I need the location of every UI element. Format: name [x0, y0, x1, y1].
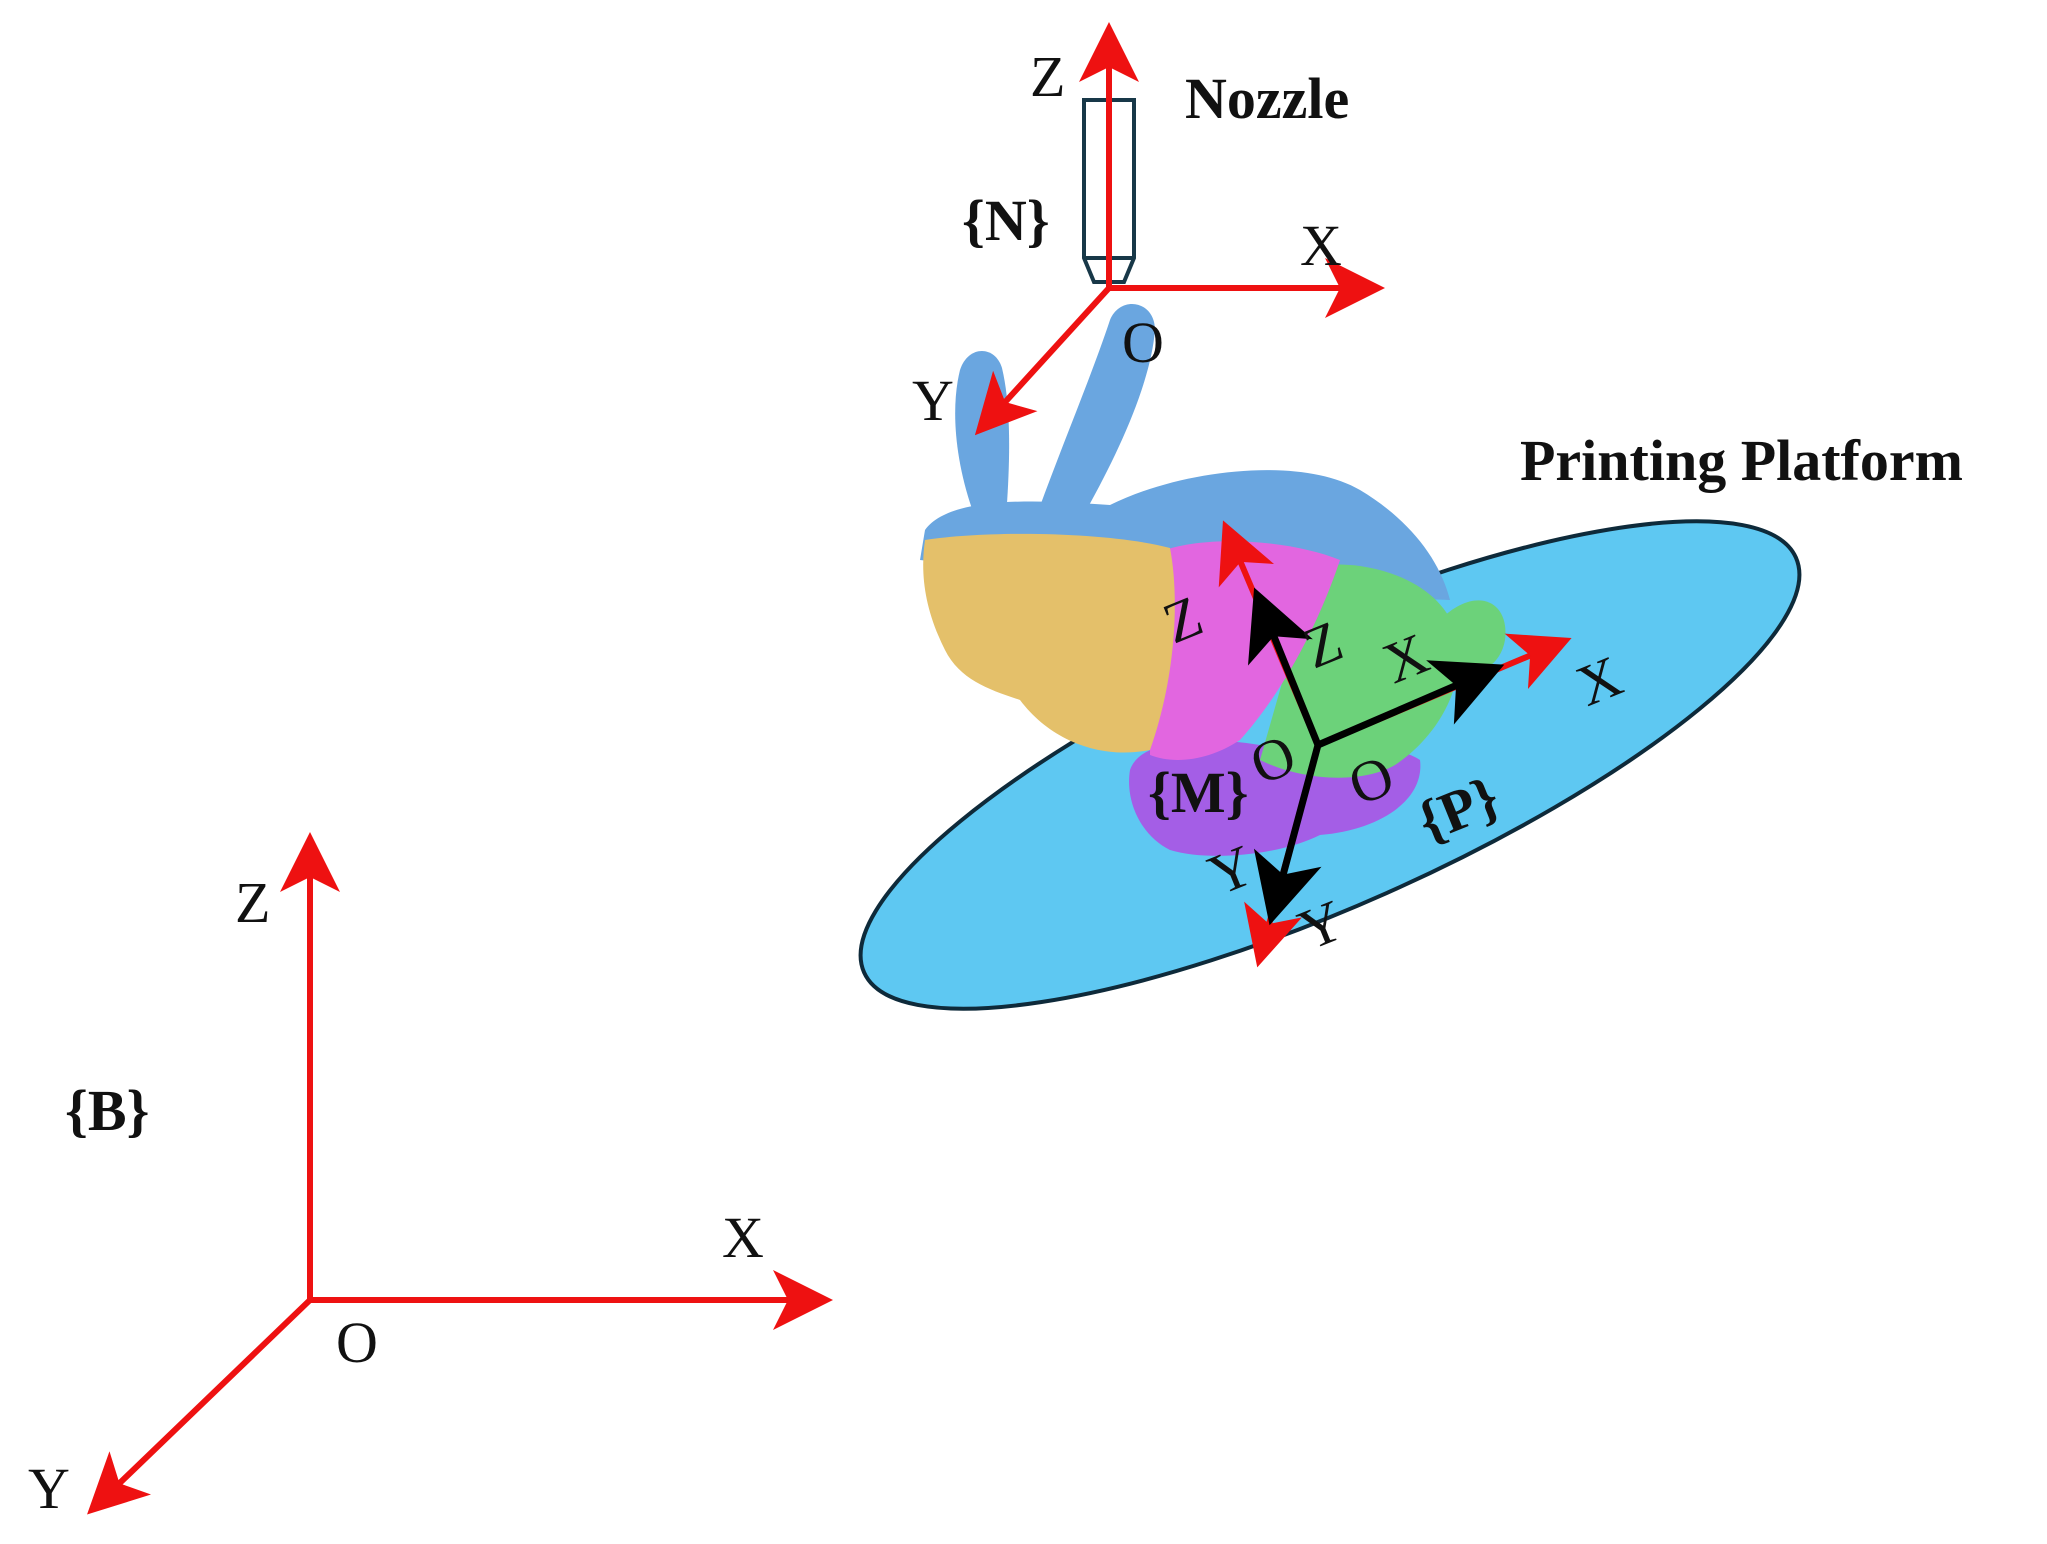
base-x-label: X — [722, 1205, 764, 1270]
platform-title: Printing Platform — [1520, 428, 1963, 493]
base-y-axis — [87, 1297, 313, 1515]
bunny-tail — [1440, 600, 1506, 677]
base-origin-label: O — [336, 1310, 378, 1375]
nozzle-origin-label: O — [1122, 310, 1164, 375]
bunny-ear-right — [1035, 303, 1155, 530]
model-z-axis — [1247, 587, 1322, 747]
bunny-head — [923, 533, 1175, 753]
nozzle-z-label: Z — [1030, 44, 1065, 109]
model-frame-name: {M} — [1148, 760, 1248, 825]
nozzle-x-label: X — [1300, 213, 1342, 278]
nozzle-frame: Z X Y O {N} Nozzle — [912, 22, 1385, 436]
base-y-label: Y — [28, 1456, 70, 1521]
base-frame: Z X Y O {B} — [28, 832, 833, 1521]
nozzle-y-label: Y — [912, 368, 954, 433]
nozzle-y-axis — [974, 285, 1112, 436]
base-z-label: Z — [235, 870, 270, 935]
base-frame-name: {B} — [65, 1078, 149, 1143]
nozzle-frame-name: {N} — [962, 188, 1050, 253]
nozzle-title: Nozzle — [1185, 66, 1349, 131]
model-y-axis — [1253, 744, 1322, 926]
model-x-axis — [1316, 660, 1505, 749]
